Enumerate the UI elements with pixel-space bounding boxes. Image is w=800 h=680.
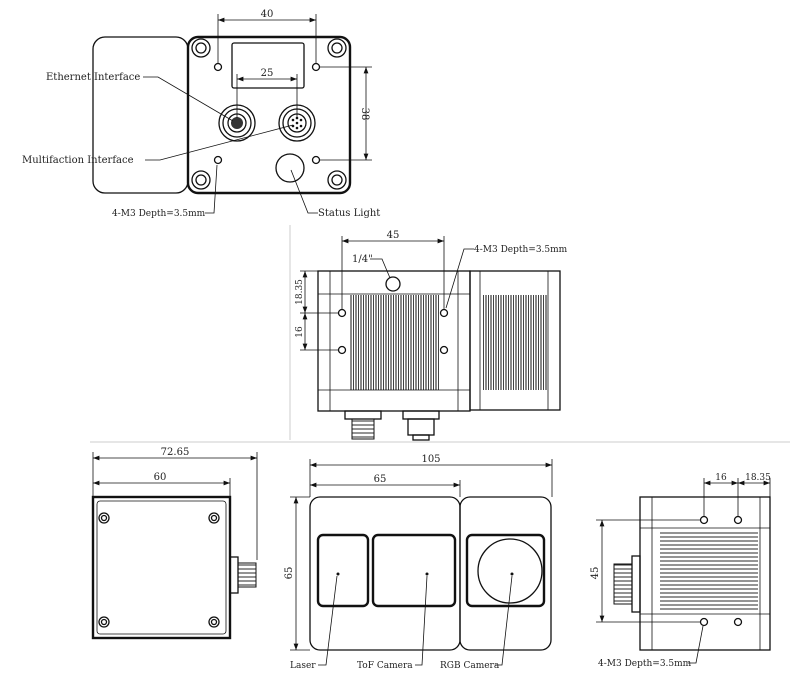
cover-screws xyxy=(98,512,220,628)
heatsink-fins xyxy=(660,530,758,612)
tof-module xyxy=(309,496,461,651)
side-connector xyxy=(229,556,257,594)
status-light-label: Status Light xyxy=(318,208,380,219)
dim-105: 105 xyxy=(421,454,440,465)
dim-40: 40 xyxy=(261,9,274,20)
module-fins xyxy=(482,295,547,390)
side-cover xyxy=(92,36,189,194)
status-light xyxy=(275,153,305,183)
multifunction-interface-label: Multifaction Interface xyxy=(22,155,134,166)
camera-module xyxy=(469,270,561,411)
dim-16: 16 xyxy=(295,326,305,338)
front-view: 40 25 38 Ethernet Interface Multifaction… xyxy=(22,9,380,219)
tripod-label: 1/4" xyxy=(352,254,373,265)
dim-45: 45 xyxy=(387,230,400,241)
rear-view: 16 18.35 45 4-M3 Depth=3.5mm xyxy=(590,473,771,669)
lens-view: 105 65 65 Laser ToF Camera RGB Camera xyxy=(284,454,553,671)
mount-holes xyxy=(337,308,449,355)
corner-screws xyxy=(191,38,347,190)
body-outline xyxy=(186,35,352,195)
rgb-module xyxy=(459,496,552,651)
mount-holes xyxy=(213,62,321,165)
side-view: 72.65 60 xyxy=(91,447,258,640)
bottom-connectors xyxy=(344,410,440,441)
dim-60: 60 xyxy=(154,472,167,483)
mount-holes xyxy=(699,515,743,627)
dim-16: 16 xyxy=(715,473,727,483)
laser-label: Laser xyxy=(290,661,316,671)
tof-camera-label: ToF Camera xyxy=(357,661,413,671)
dim-65-height: 65 xyxy=(284,567,295,580)
dim-65-tof: 65 xyxy=(374,474,387,485)
tof-window xyxy=(371,533,457,608)
rgb-window xyxy=(465,533,546,608)
dim-45: 45 xyxy=(590,567,601,580)
ethernet-connector xyxy=(218,104,256,142)
label-window xyxy=(231,42,305,89)
ethernet-interface-label: Ethernet Interface xyxy=(46,72,140,83)
dim-18-35: 18.35 xyxy=(745,473,771,483)
tripod-hole xyxy=(385,276,401,292)
dim-25: 25 xyxy=(261,68,274,79)
bottom-view: 45 1/4" 4-M3 Depth=3.5mm 18.35 16 xyxy=(295,230,568,441)
holes-label: 4-M3 Depth=3.5mm xyxy=(474,245,568,255)
dim-38: 38 xyxy=(359,108,370,121)
rgb-lens xyxy=(477,538,543,604)
rear-connector xyxy=(613,555,641,613)
dim-72-65: 72.65 xyxy=(161,447,190,458)
laser-window xyxy=(316,533,370,608)
heatsink-fins xyxy=(349,295,439,390)
holes-label: 4-M3 Depth=3.5mm xyxy=(112,209,206,219)
rgb-camera-label: RGB Camera xyxy=(440,661,500,671)
dim-18-35: 18.35 xyxy=(295,279,305,305)
holes-label: 4-M3 Depth=3.5mm xyxy=(598,659,692,669)
